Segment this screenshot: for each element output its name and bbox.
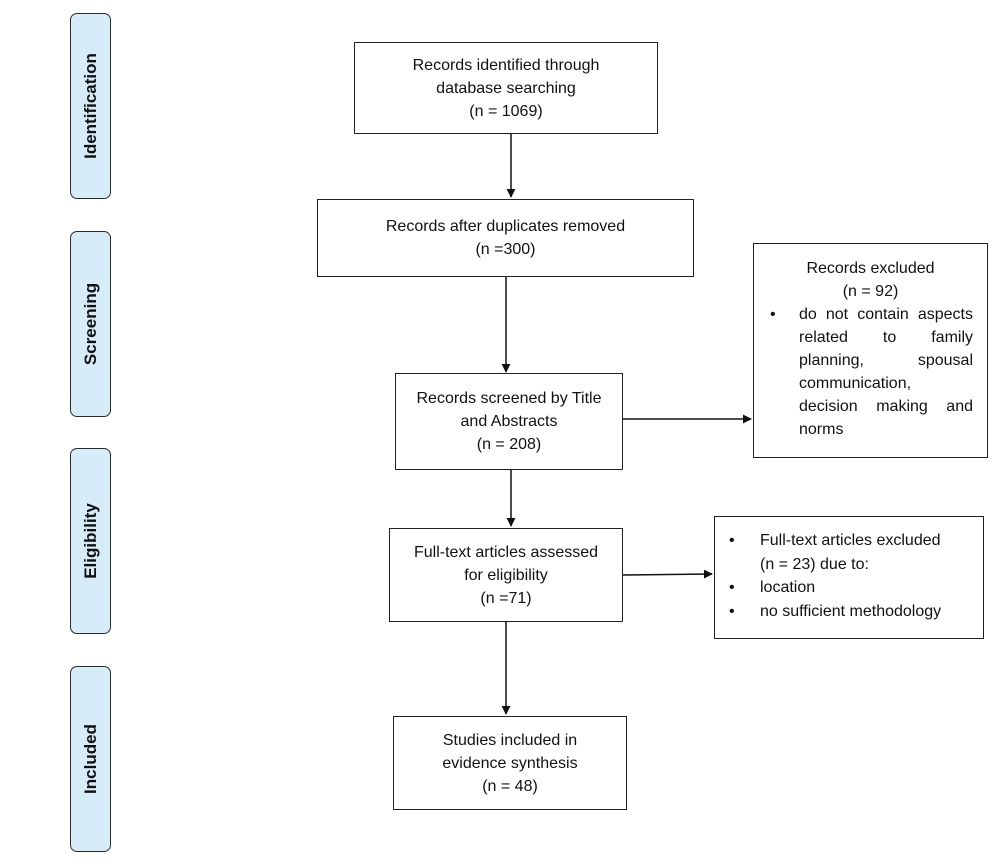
excluded-reason: do not contain aspects related to family… (799, 306, 973, 438)
arrow-fulltext-to-excluded (622, 569, 713, 579)
box-count: (n = 48) (482, 777, 538, 795)
box-records-identified: Records identified through database sear… (354, 42, 658, 134)
box-count: (n = 1069) (469, 102, 543, 120)
stage-eligibility: Eligibility (70, 448, 111, 634)
excluded-reason-methodology: no sufficient methodology (760, 602, 942, 620)
box-text: for eligibility (464, 566, 548, 584)
stage-identification: Identification (70, 13, 111, 199)
list-item: • Full-text articles excluded (727, 529, 973, 553)
excluded-label: Full-text articles excluded (760, 532, 941, 549)
box-records-screened: Records screened by Title and Abstracts … (395, 373, 623, 470)
stage-screening: Screening (70, 231, 111, 417)
excluded-reason-item: • do not contain aspects related to fami… (768, 303, 973, 441)
bullet-icon: • (729, 579, 735, 596)
bullet-icon: • (729, 602, 735, 620)
box-text: Records screened by Title (416, 390, 602, 407)
bullet-icon: • (729, 532, 735, 549)
box-studies-included: Studies included in evidence synthesis (… (393, 716, 627, 810)
excluded-count: (n = 23) due to: (760, 555, 869, 573)
box-records-excluded: Records excluded (n = 92) • do not conta… (753, 243, 988, 458)
box-text: and Abstracts (460, 413, 558, 430)
box-count: (n = 208) (476, 436, 542, 453)
excluded-count: (n = 92) (842, 283, 899, 300)
stage-included: Included (70, 666, 111, 852)
list-item-continuation: (n = 23) due to: (727, 553, 973, 577)
box-text: Records after duplicates removed (385, 218, 626, 235)
excluded-title: Records excluded (806, 260, 935, 277)
box-count: (n =300) (475, 241, 536, 258)
list-item: • location (727, 576, 973, 600)
list-item: • no sufficient methodology (727, 600, 973, 624)
box-text: Studies included in (442, 731, 578, 749)
box-count: (n =71) (480, 589, 532, 607)
box-text: evidence synthesis (442, 754, 578, 772)
excluded-reason-location: location (760, 579, 816, 596)
box-full-text-assessed: Full-text articles assessed for eligibil… (389, 528, 623, 622)
box-full-text-excluded: • Full-text articles excluded (n = 23) d… (714, 516, 984, 639)
bullet-icon: • (770, 306, 776, 323)
box-text: Records identified through (412, 56, 600, 74)
box-text: database searching (436, 79, 576, 97)
box-text: Full-text articles assessed (413, 543, 599, 561)
box-records-after-duplicates: Records after duplicates removed (n =300… (317, 199, 694, 277)
